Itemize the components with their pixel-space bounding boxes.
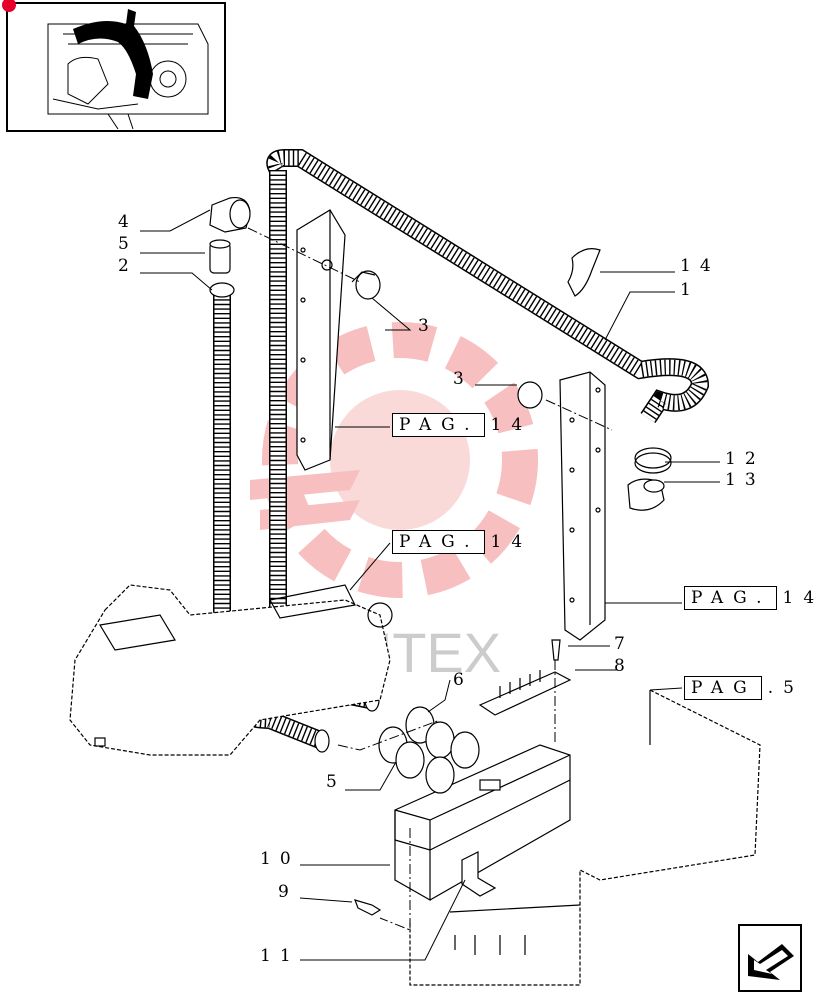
leader-lines (140, 209, 720, 961)
callout-2: 2 (118, 256, 138, 276)
callout-12: 12 (725, 449, 765, 469)
callout-11: 11 (260, 946, 300, 966)
cab-location-icon (47, 9, 209, 130)
callout-8: 8 (614, 656, 634, 676)
location-thumbnail (2, 0, 226, 132)
previous-page-arrow-icon (748, 944, 794, 980)
page-ref-number: 14 (490, 415, 533, 435)
page-ref-14[interactable]: PAG.14 (684, 586, 824, 610)
page-ref-number: 14 (490, 532, 533, 552)
page-ref-5[interactable]: PAG.5 (684, 676, 804, 700)
page-ref-14[interactable]: PAG.14 (392, 413, 533, 437)
callout-6: 6 (453, 670, 473, 690)
callout-3: 3 (418, 316, 438, 336)
callout-5-lower: 5 (326, 772, 346, 792)
callout-1: 1 (680, 280, 700, 300)
callout-10: 10 (260, 849, 300, 869)
callout-13: 13 (725, 470, 765, 490)
callout-4: 4 (118, 212, 138, 232)
page-ref-14[interactable]: PAG.14 (392, 530, 533, 554)
previous-page-button[interactable] (738, 924, 802, 992)
page-ref-prefix: PAG. (392, 413, 485, 437)
page-ref-prefix: PAG. (684, 586, 777, 610)
page-ref-prefix: PAG (684, 676, 762, 700)
page-ref-number: 14 (782, 588, 824, 608)
callout-5: 5 (118, 234, 138, 254)
page-ref-prefix: PAG. (392, 530, 485, 554)
callout-14: 14 (680, 256, 720, 276)
callout-7: 7 (614, 634, 634, 654)
marker-dot (2, 0, 16, 12)
callout-3-right: 3 (453, 369, 473, 389)
callout-9: 9 (278, 882, 298, 902)
page-ref-number: .5 (767, 678, 804, 698)
